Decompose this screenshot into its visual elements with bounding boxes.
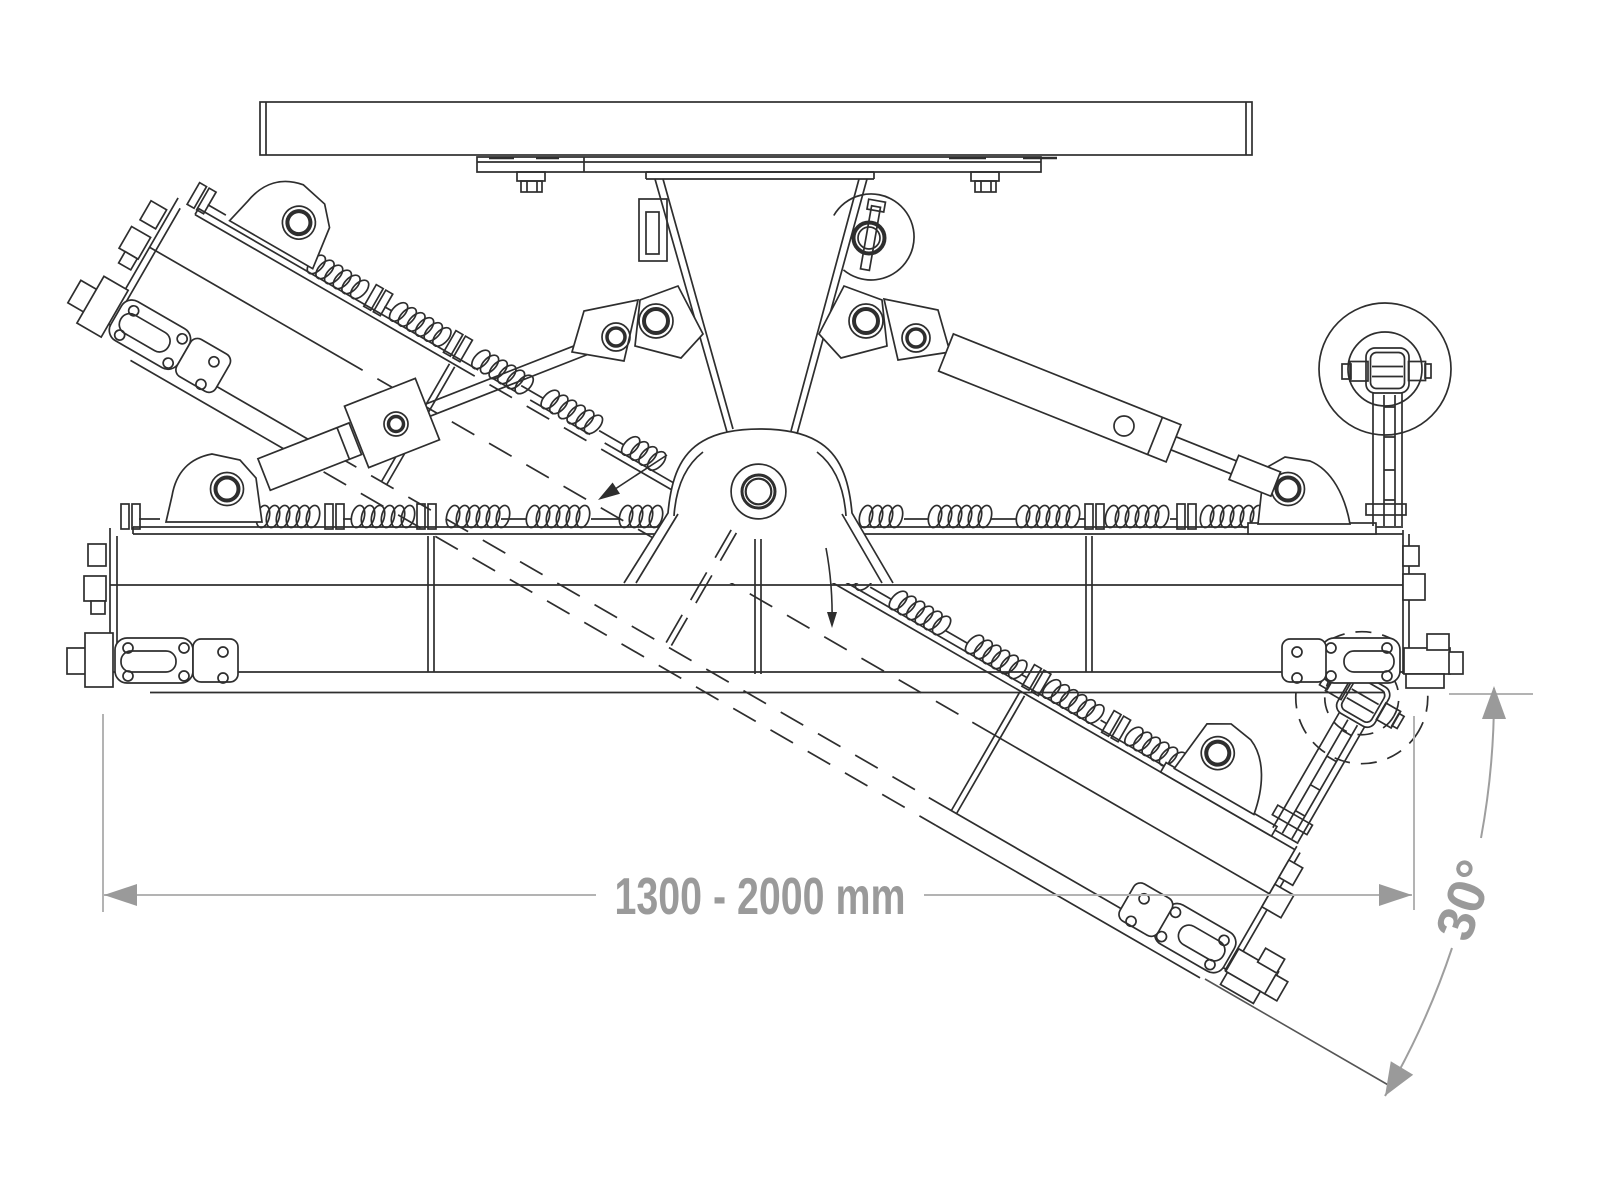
- svg-text:1300 - 2000 mm: 1300 - 2000 mm: [615, 868, 906, 926]
